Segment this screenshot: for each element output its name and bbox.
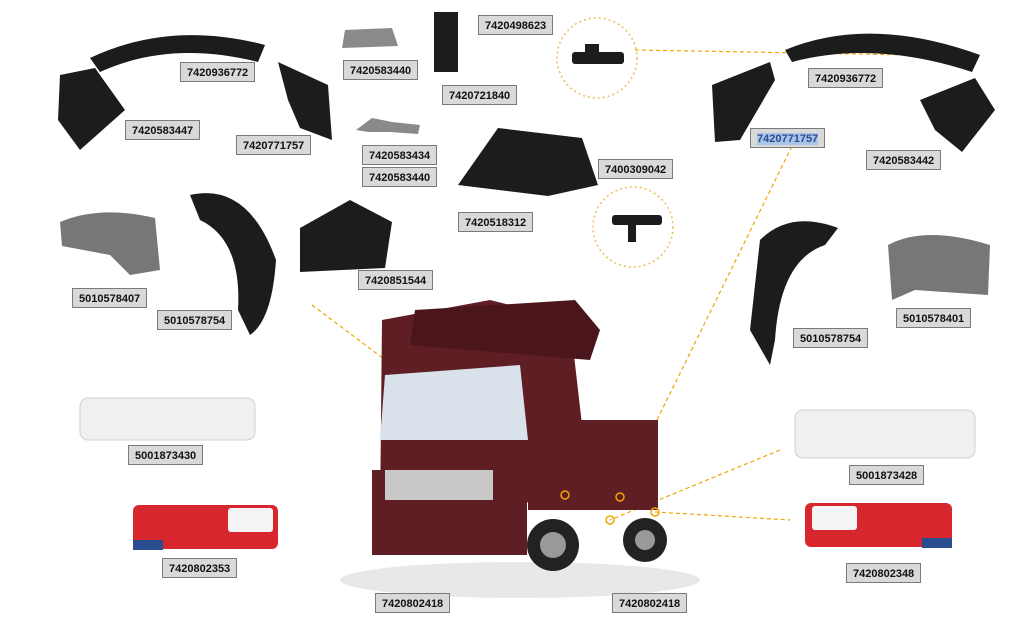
part-label-text: 7420771757 [757, 133, 819, 145]
part-label: 7420936772 [808, 68, 884, 88]
plug-icon [612, 215, 662, 242]
bracket-grey [342, 28, 398, 48]
detail-circle-plug [592, 186, 674, 268]
part-label: 7420721840 [442, 85, 518, 105]
part-label: 7420583447 [125, 120, 201, 140]
wheel-arch-left [190, 193, 276, 335]
part-label: 7420802348 [846, 563, 922, 583]
mudguard-side-right [920, 78, 995, 152]
part-label: 5010578407 [72, 288, 148, 308]
mudflap-grey-right [888, 235, 990, 300]
part-label: 7420771757 [236, 135, 312, 155]
part-label: 7420851544 [358, 270, 434, 290]
hook-bracket [356, 118, 420, 134]
part-label: 7420583442 [866, 150, 942, 170]
part-label: 7420583440 [343, 60, 419, 80]
part-label: 5001873428 [849, 465, 925, 485]
part-label: 5010578401 [896, 308, 972, 328]
tail-lamp-left [133, 505, 278, 550]
mudflap-grey-left [60, 212, 160, 275]
part-label: 7420583434 [362, 145, 438, 165]
bracket-black-vertical [434, 12, 458, 72]
mudguard-bracket-left [58, 68, 125, 150]
part-label: 7420936772 [180, 62, 256, 82]
part-label: 7420802418 [375, 593, 451, 613]
truck-image [340, 300, 700, 598]
part-label: 5010578754 [157, 310, 233, 330]
detail-circle-clip [556, 17, 638, 99]
tail-lamp-right [805, 503, 952, 548]
part-label: 7420498623 [478, 15, 554, 35]
step-tread [458, 128, 598, 196]
mudguard-bracket-right [712, 62, 775, 142]
part-label: 7420518312 [458, 212, 534, 232]
part-label: 7420802418 [612, 593, 688, 613]
mudguard-side-left [278, 62, 332, 140]
mudguard-top-right [785, 33, 980, 72]
part-label-highlighted: 7420771757 [750, 128, 826, 148]
mudguard-top-left [90, 35, 265, 72]
wheel-arch-right [750, 221, 838, 365]
bumper-right [794, 409, 976, 459]
part-label: 7420583440 [362, 167, 438, 187]
part-label: 7400309042 [598, 159, 674, 179]
part-label: 5010578754 [793, 328, 869, 348]
part-label: 7420802353 [162, 558, 238, 578]
bumper-left [79, 397, 256, 441]
part-label: 5001873430 [128, 445, 204, 465]
step-left [300, 200, 392, 272]
clip-icon [572, 44, 624, 64]
